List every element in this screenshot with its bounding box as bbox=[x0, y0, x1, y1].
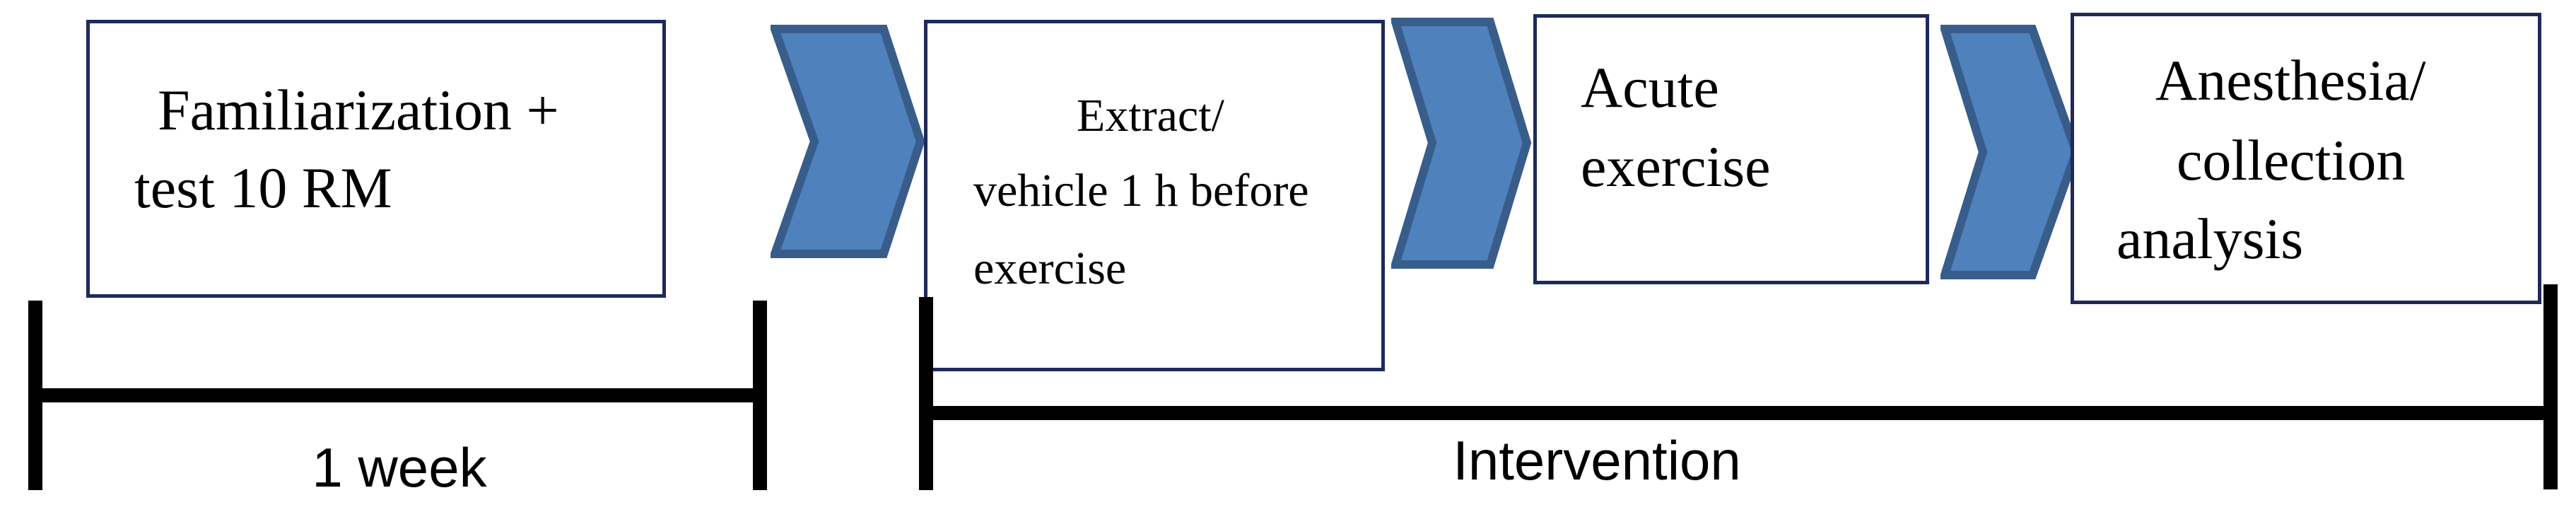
step-text-line: collection bbox=[2177, 128, 2406, 192]
timeline-intervention-left-tick bbox=[919, 297, 933, 490]
timeline-intervention-right-tick bbox=[2543, 284, 2558, 489]
step-box-anesthesia-collection: Anesthesia/ collection analysis bbox=[2071, 13, 2541, 304]
step-box-familiarization: Familiarization + test 10 RM bbox=[86, 20, 666, 298]
timeline-intervention-label: Intervention bbox=[1453, 429, 1741, 492]
timeline-week-label: 1 week bbox=[312, 436, 487, 499]
step-text-line: vehicle 1 h before bbox=[973, 165, 1309, 216]
step-text-line: analysis bbox=[2117, 207, 2304, 271]
step-text-line: exercise bbox=[1581, 134, 1771, 199]
chevron-arrow-icon bbox=[1391, 18, 1532, 269]
step-text-line: exercise bbox=[973, 243, 1127, 294]
step-text-line: Acute bbox=[1581, 55, 1719, 120]
timeline-intervention-bar bbox=[919, 406, 2558, 420]
step-text-line: Familiarization + bbox=[158, 78, 559, 142]
step-box-extract-vehicle: Extract/ vehicle 1 h before exercise bbox=[924, 20, 1385, 371]
step-text-line: test 10 RM bbox=[134, 156, 392, 220]
step-text-line: Extract/ bbox=[1077, 90, 1224, 141]
chevron-arrow-icon bbox=[1940, 25, 2081, 279]
timeline-week-bar bbox=[28, 388, 767, 402]
timeline-week-right-tick bbox=[753, 301, 767, 490]
step-text-line: Anesthesia/ bbox=[2155, 48, 2426, 112]
step-box-acute-exercise: Acute exercise bbox=[1533, 14, 1929, 284]
chevron-arrow-icon bbox=[771, 25, 925, 258]
